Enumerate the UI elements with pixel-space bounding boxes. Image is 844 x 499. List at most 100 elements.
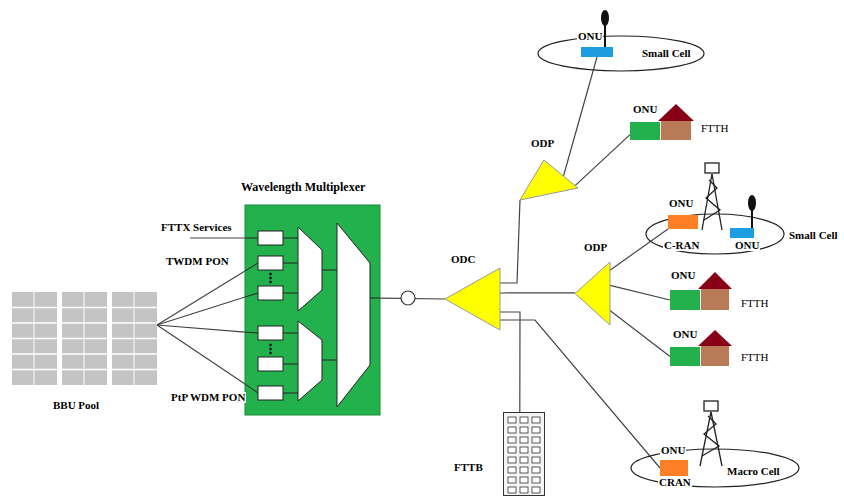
service-label: FTTH xyxy=(740,298,770,309)
building-window xyxy=(508,427,516,433)
antenna-head xyxy=(748,195,756,211)
node-label: ONU xyxy=(668,198,694,209)
building-window xyxy=(532,427,540,433)
node-label: ODC xyxy=(450,254,476,265)
service-label: FTTH xyxy=(700,123,730,134)
rack-slot xyxy=(84,292,85,385)
onu-box: ONUCRAN xyxy=(660,460,688,476)
node-outline xyxy=(245,205,380,415)
node-outline xyxy=(575,262,610,325)
ellipsis-dot xyxy=(270,277,272,279)
onu-box: ONU xyxy=(630,122,660,140)
service-line xyxy=(190,237,245,238)
port-box xyxy=(258,256,283,270)
fan-line xyxy=(245,384,258,393)
port-line xyxy=(283,293,298,294)
cell-area: Small Cell ONU xyxy=(537,35,705,72)
node-outline xyxy=(12,292,157,385)
building-window xyxy=(508,447,516,453)
ellipsis-dot xyxy=(270,348,272,350)
node-label: ODP xyxy=(583,242,608,253)
cell-outline xyxy=(646,214,784,254)
illustration-stroke xyxy=(702,416,719,456)
port-line xyxy=(283,364,298,365)
building-window xyxy=(520,437,528,443)
port-box xyxy=(258,357,283,371)
building-window xyxy=(508,417,516,423)
ellipsis-dot xyxy=(270,273,272,275)
fan-line xyxy=(245,238,258,239)
port-label: FTTX Services xyxy=(160,222,233,233)
building-outline xyxy=(504,413,545,496)
fan-line xyxy=(245,332,258,333)
illustration-stroke xyxy=(704,401,718,411)
fiber-link xyxy=(564,57,598,176)
building-window xyxy=(520,477,528,483)
node-outline xyxy=(503,412,545,496)
fan-line xyxy=(157,325,245,384)
building-window xyxy=(532,437,540,443)
house-body xyxy=(701,346,729,366)
splitter-triangle: ODC xyxy=(445,268,500,330)
building-window xyxy=(520,457,528,463)
node-label: ONU xyxy=(672,329,698,340)
ellipsis-dot xyxy=(270,352,272,354)
port-box xyxy=(258,231,283,245)
onu-box: ONU xyxy=(730,228,754,238)
cell-tower xyxy=(700,401,722,466)
fiber-link xyxy=(500,292,575,293)
mux-stage xyxy=(298,321,322,401)
cell-outline xyxy=(631,449,799,487)
onu-box: ONU xyxy=(670,347,700,366)
house-roof xyxy=(698,330,732,346)
server-pool: BBU Pool xyxy=(12,292,157,385)
fan-line xyxy=(157,297,245,325)
node-label: ODP xyxy=(530,138,555,149)
building-window xyxy=(532,457,540,463)
building-window xyxy=(520,467,528,473)
fiber-spool xyxy=(401,291,415,305)
fiber-link xyxy=(610,311,670,357)
port-line xyxy=(283,393,298,394)
port-line xyxy=(283,238,298,239)
cell-outline xyxy=(538,36,704,71)
splitter-triangle: ODP xyxy=(575,262,610,325)
server-rack xyxy=(112,292,157,385)
node-label: ONU xyxy=(577,31,603,42)
port-line xyxy=(283,263,298,264)
onu-box: ONU xyxy=(670,290,700,310)
cell-area: C-RANSmall CellONUONU xyxy=(645,213,785,255)
node-label: C-RAN xyxy=(663,240,700,251)
building-window xyxy=(532,467,540,473)
building-window xyxy=(508,487,516,493)
splitter-triangle: ODP xyxy=(520,160,578,200)
splitter-shape xyxy=(520,160,578,200)
port-box xyxy=(258,386,283,400)
port-label: TWDM PON xyxy=(165,256,230,267)
fiber-link xyxy=(500,312,520,412)
illustration-stroke xyxy=(712,174,722,230)
onu-box: ONU xyxy=(581,47,613,57)
building-window xyxy=(532,477,540,483)
node-label: Small Cell xyxy=(641,48,692,59)
house-roof xyxy=(658,104,694,121)
building-window xyxy=(508,467,516,473)
building-window xyxy=(520,417,528,423)
splitter-shape xyxy=(575,262,610,325)
stage-line xyxy=(322,270,337,271)
house-body xyxy=(661,121,691,140)
node-label: ONU xyxy=(632,104,658,115)
rack-slot xyxy=(134,292,135,385)
building-window xyxy=(532,417,540,423)
building-window xyxy=(532,487,540,493)
building-window xyxy=(508,477,516,483)
ellipsis-dot xyxy=(270,281,272,283)
antenna-head xyxy=(601,10,609,26)
node-label: FTTB xyxy=(453,462,484,473)
fiber-link xyxy=(575,135,630,186)
fiber-link xyxy=(157,325,245,332)
building-window xyxy=(520,427,528,433)
house-body xyxy=(701,289,729,310)
